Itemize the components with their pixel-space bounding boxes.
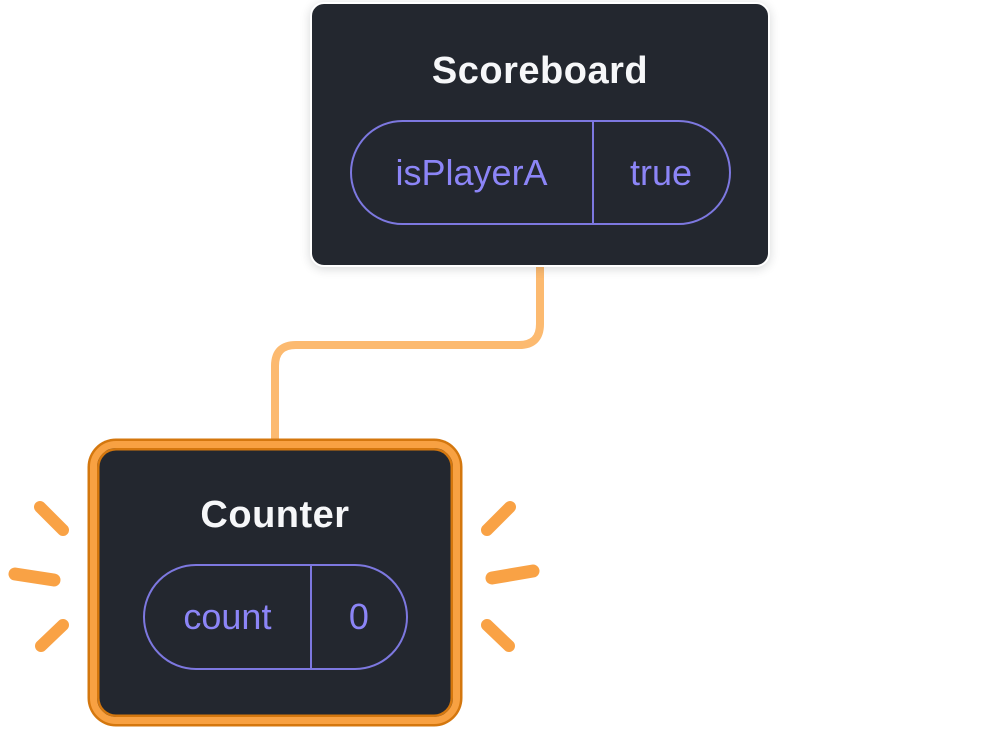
spark-icon — [34, 501, 69, 536]
counter-state-pill: count 0 — [142, 564, 408, 670]
spark-burst-left — [8, 501, 69, 652]
state-name-label: isPlayerA — [395, 151, 548, 193]
counter-title: Counter — [200, 494, 350, 536]
state-name-label: count — [183, 596, 272, 637]
spark-icon — [8, 567, 61, 587]
scoreboard-title: Scoreboard — [431, 50, 649, 92]
parent-child-connector-line — [271, 266, 544, 446]
scoreboard-state-pill: isPlayerA true — [349, 120, 731, 225]
scoreboard-component-card: Scoreboard isPlayerA true — [310, 2, 770, 267]
state-value-label: 0 — [310, 566, 405, 668]
spark-burst-right — [481, 501, 540, 652]
state-value-label: true — [591, 122, 729, 223]
counter-component-card: Counter count 0 — [90, 441, 460, 724]
spark-icon — [481, 619, 515, 652]
spark-icon — [35, 619, 69, 652]
spark-icon — [481, 501, 516, 536]
spark-icon — [485, 564, 540, 585]
